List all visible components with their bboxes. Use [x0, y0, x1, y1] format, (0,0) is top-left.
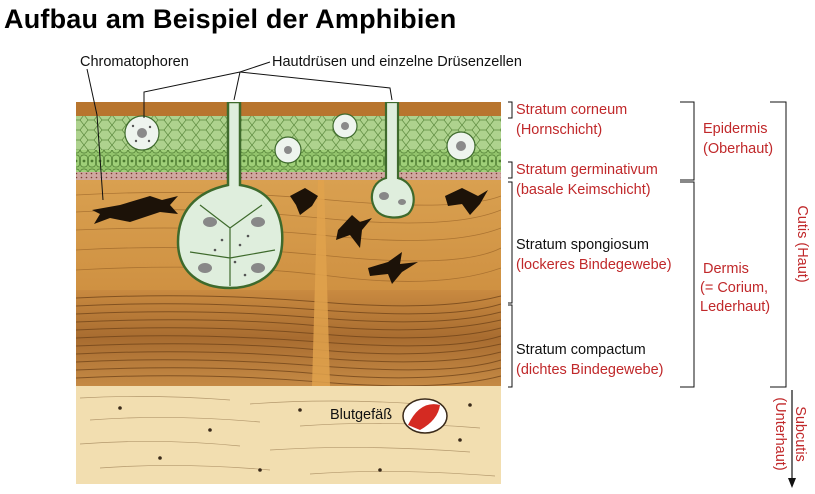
- subcutis-arrow: [788, 390, 796, 488]
- label-cutis: Cutis (Haut): [794, 205, 810, 283]
- label-dermis: Dermis: [703, 261, 749, 277]
- skin-gland-small: [370, 102, 415, 219]
- label-chromatophoren: Chromatophoren: [80, 54, 189, 70]
- label-hautdruesen: Hautdrüsen und einzelne Drüsenzellen: [272, 54, 522, 70]
- epidermal-gland-cell: [332, 113, 358, 139]
- label-blutgefaess: Blutgefäß: [330, 407, 393, 423]
- label-lederhaut: Lederhaut): [700, 299, 771, 315]
- label-stratum-germinativum: Stratum germinativum: [516, 162, 658, 178]
- label-stratum-corneum: Stratum corneum: [516, 102, 628, 118]
- label-stratum-spongiosum: Stratum spongiosum: [516, 237, 649, 253]
- chromatophore-cells: [92, 188, 488, 284]
- label-dichtes-bindegewebe: (dichtes Bindegewebe): [516, 362, 664, 378]
- blood-vessel: [402, 398, 448, 434]
- page-title: Aufbau am Beispiel der Amphibien: [4, 4, 457, 34]
- label-subcutis: Subcutis: [792, 406, 808, 462]
- label-basale-keimschicht: (basale Keimschicht): [516, 182, 651, 198]
- label-epidermis: Epidermis: [703, 121, 768, 137]
- subcutis-layer: [76, 386, 501, 484]
- label-stratum-compactum: Stratum compactum: [516, 342, 646, 358]
- group-brackets: [680, 101, 787, 388]
- layer-brackets: [508, 101, 513, 388]
- skin-gland-large: [176, 102, 284, 290]
- epidermal-gland-cell: [446, 131, 476, 161]
- label-oberhaut: (Oberhaut): [703, 141, 774, 157]
- label-pointers: [86, 61, 393, 201]
- label-lockeres-bindegewebe: (lockeres Bindegewebe): [516, 257, 672, 273]
- epidermal-gland-cell: [274, 136, 302, 164]
- label-corium: (= Corium,: [700, 280, 769, 296]
- epidermal-gland-cell: [124, 115, 160, 151]
- stratum-corneum-layer: [76, 102, 501, 116]
- label-unterhaut: (Unterhaut): [772, 397, 788, 471]
- label-hornschicht: (Hornschicht): [516, 122, 603, 138]
